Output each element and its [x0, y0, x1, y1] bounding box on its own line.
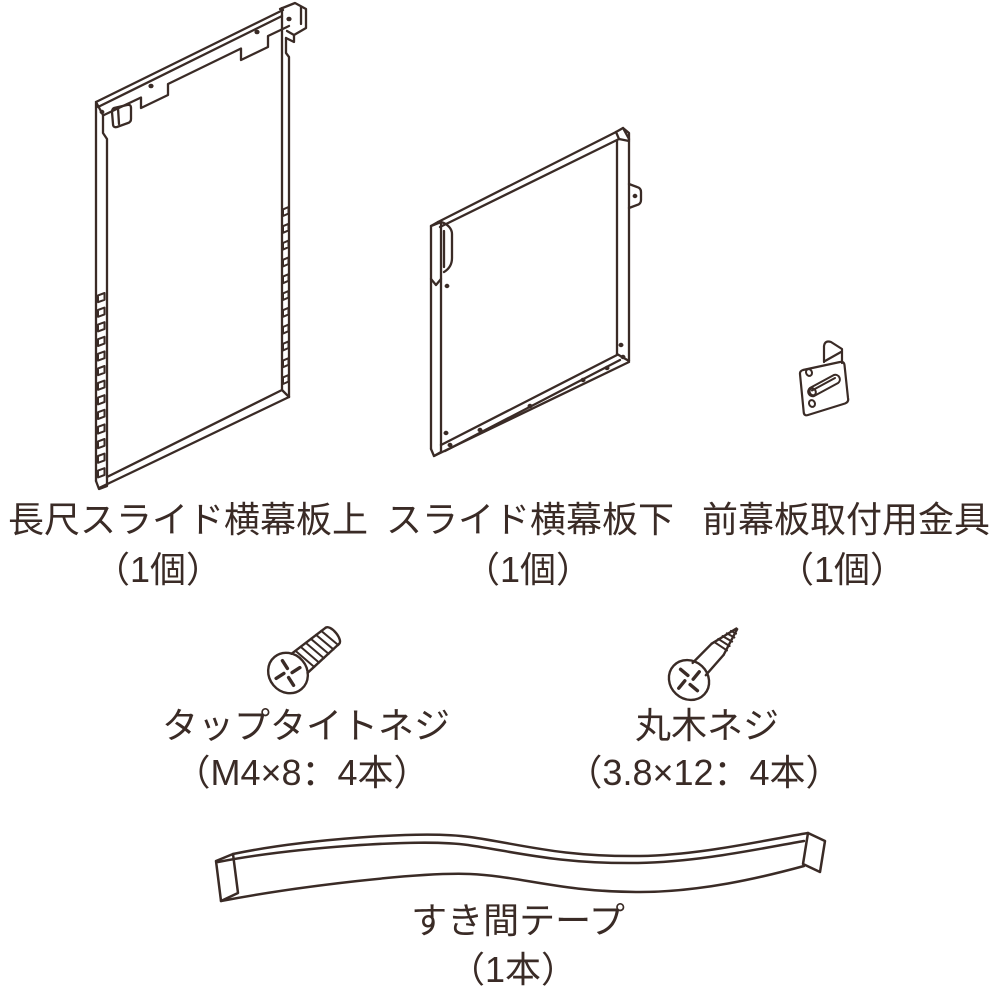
screw-shank: [693, 643, 725, 675]
tape-strip: [216, 833, 825, 901]
phillips-cross-icon: [671, 662, 707, 699]
screw-body: [661, 614, 752, 708]
tape-right-end: [803, 833, 825, 872]
slide-panel-lower-illustration: [425, 120, 650, 465]
right-slot-ladder: [283, 207, 289, 384]
top-edge: [438, 128, 629, 227]
screw-hole-dot: [148, 83, 154, 89]
mounting-bracket-figure: [790, 333, 860, 428]
tape-left-end: [216, 854, 238, 901]
bracket-plate: [800, 362, 848, 416]
tap-tight-screw-figure: [250, 615, 360, 715]
hook-tab-right: [280, 3, 306, 42]
round-wood-screw-illustration: [645, 612, 755, 712]
screw-threads: [295, 627, 339, 669]
part-quantity: （3.8×12：4本）: [566, 752, 842, 793]
left-rail: [96, 103, 107, 489]
bottom-edge: [99, 390, 289, 488]
screw-body: [260, 617, 349, 702]
bracket-slot: [808, 375, 840, 397]
part-label: 長尺スライド横幕板上: [8, 499, 369, 540]
tape-top-back-edge: [233, 833, 808, 856]
screw-hole-dot: [254, 29, 260, 35]
left-rail-hook: [431, 222, 453, 456]
bracket-flange: [824, 342, 842, 364]
phillips-cross-icon: [271, 656, 305, 690]
tape-bottom-edge: [221, 866, 804, 901]
front-panel-mounting-bracket-illustration: [790, 333, 860, 428]
part-label: すき間テープ: [411, 900, 625, 941]
part-label: 前幕板取付用金具: [701, 499, 990, 540]
gap-tape-figure: [205, 823, 835, 913]
part-label: 丸木ネジ: [634, 705, 779, 746]
part-quantity: （M4×8：4本）: [174, 752, 430, 793]
top-flange: [96, 10, 289, 115]
right-rail: [282, 8, 289, 397]
screw-head: [260, 645, 316, 702]
part-quantity: （1個）: [777, 549, 907, 590]
screw-threads: [714, 627, 739, 653]
tap-tight-screw-illustration: [250, 615, 360, 715]
part-label: タップタイトネジ: [161, 705, 450, 746]
part-quantity: （1個）: [463, 549, 593, 590]
gap-tape-illustration: [205, 823, 835, 913]
long-slide-panel-upper-figure: [85, 0, 315, 500]
hook-tab-left: [99, 105, 131, 127]
bottom-flange: [434, 355, 629, 456]
part-quantity: （1個）: [93, 549, 223, 590]
part-label: スライド横幕板下: [385, 499, 674, 540]
tape-top-front-edge: [218, 841, 804, 863]
long-slide-panel-upper-illustration: [85, 0, 315, 500]
screw-tip-end: [326, 625, 343, 644]
round-wood-screw-figure: [645, 612, 755, 712]
right-rail: [617, 141, 629, 361]
part-quantity: （1本）: [448, 949, 578, 990]
slide-panel-lower-figure: [425, 120, 650, 465]
screw-head: [661, 652, 718, 708]
bracket-holes: [805, 368, 816, 408]
left-slot-ladder: [98, 293, 105, 477]
right-tab: [629, 184, 641, 208]
